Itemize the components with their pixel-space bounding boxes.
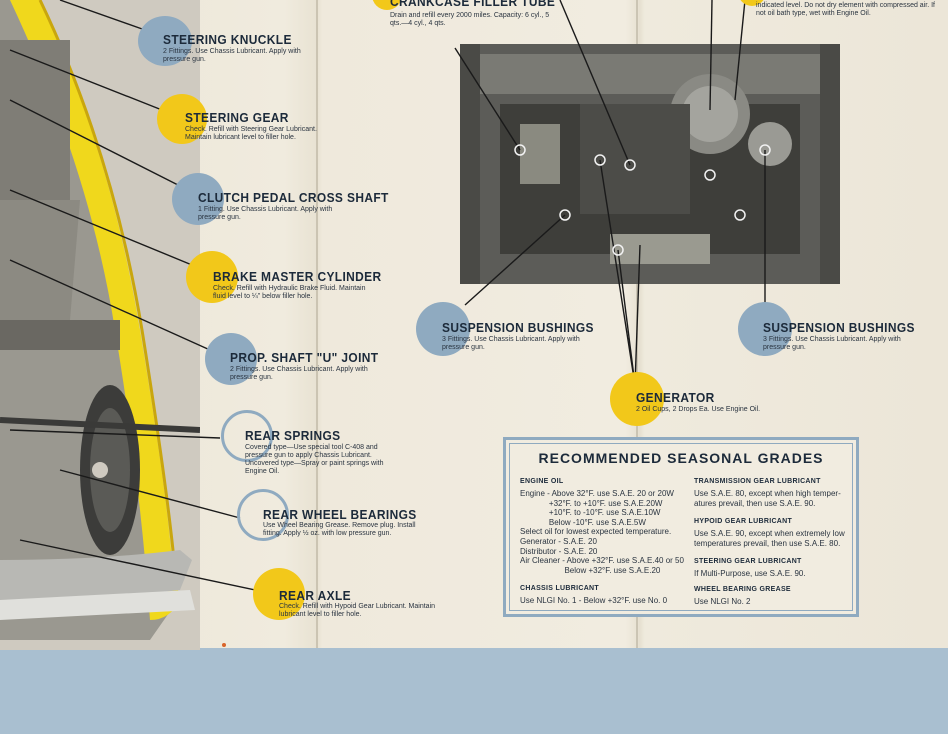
point-desc: Check. Refill with Hydraulic Brake Fluid… xyxy=(213,285,366,300)
point-desc: 1 Fitting. Use Chassis Lubricant. Apply … xyxy=(198,206,333,221)
seasonal-grades-inner-border xyxy=(509,443,853,611)
seasonal-grades-box: RECOMMENDED SEASONAL GRADES ENGINE OIL E… xyxy=(503,437,859,617)
point-title: PROP. SHAFT "U" JOINT xyxy=(230,350,379,365)
crankcase-spot xyxy=(372,0,402,10)
point-title: SUSPENSION BUSHINGS xyxy=(763,320,915,335)
crankcase-desc: Drain and refill every 2000 miles. Capac… xyxy=(390,12,550,27)
point-desc: 2 Oil Cups, 2 Drops Ea. Use Engine Oil. xyxy=(636,406,761,413)
point-desc: Covered type—Use special tool C-408 and … xyxy=(245,444,384,475)
steering-heading: STEERING GEAR LUBRICANT xyxy=(694,558,802,565)
point-title: SUSPENSION BUSHINGS xyxy=(442,320,594,335)
ink-speck xyxy=(222,643,226,647)
chassis-heading: CHASSIS LUBRICANT xyxy=(520,585,599,592)
point-marker xyxy=(221,410,273,462)
point-marker xyxy=(237,489,289,541)
fold-line-left xyxy=(316,0,318,734)
point-marker xyxy=(416,302,470,356)
point-desc: 2 Fittings. Use Chassis Lubricant. Apply… xyxy=(230,366,368,381)
point-marker xyxy=(738,302,792,356)
engine-oil-heading: ENGINE OIL xyxy=(520,478,564,485)
steering-text: If Multi-Purpose, use S.A.E. 90. xyxy=(694,569,806,578)
point-desc: Check. Refill with Hypoid Gear Lubricant… xyxy=(279,603,436,618)
point-title: CLUTCH PEDAL CROSS SHAFT xyxy=(198,190,389,205)
point-desc: 3 Fittings. Use Chassis Lubricant. Apply… xyxy=(442,336,580,351)
engine-oil-text: Engine - Above 32°F. use S.A.E. 20 or 20… xyxy=(520,489,684,575)
point-title: STEERING GEAR xyxy=(185,110,289,125)
point-title: REAR WHEEL BEARINGS xyxy=(263,507,417,522)
point-desc: Use Wheel Bearing Grease. Remove plug. I… xyxy=(263,522,416,537)
seasonal-grades-title: RECOMMENDED SEASONAL GRADES xyxy=(538,450,824,466)
transmission-heading: TRANSMISSION GEAR LUBRICANT xyxy=(694,478,821,485)
wheel-heading: WHEEL BEARING GREASE xyxy=(694,586,791,593)
engine-compartment-photo xyxy=(460,44,840,284)
point-title: GENERATOR xyxy=(636,390,715,405)
hypoid-text: Use S.A.E. 90, except when extremely low… xyxy=(694,529,845,548)
point-marker xyxy=(138,16,192,66)
transmission-text: Use S.A.E. 80, except when high temper- … xyxy=(694,489,841,508)
point-desc: Check. Refill with Steering Gear Lubrica… xyxy=(185,126,317,141)
air-cleaner-spot xyxy=(738,0,766,6)
point-title: REAR AXLE xyxy=(279,588,351,603)
chassis-text: Use NLGI No. 1 - Below +32°F. use No. 0 xyxy=(520,596,668,605)
point-marker xyxy=(172,173,224,225)
wheel-text: Use NLGI No. 2 xyxy=(694,597,751,606)
point-title: STEERING KNUCKLE xyxy=(163,32,292,47)
crankcase-title: CRANKCASE FILLER TUBE xyxy=(390,0,556,9)
point-marker xyxy=(253,568,305,620)
point-marker xyxy=(205,333,257,385)
point-marker xyxy=(186,251,238,303)
point-desc: 3 Fittings. Use Chassis Lubricant. Apply… xyxy=(763,336,901,351)
point-title: REAR SPRINGS xyxy=(245,428,341,443)
point-marker xyxy=(610,372,664,426)
point-title: BRAKE MASTER CYLINDER xyxy=(213,269,382,284)
point-marker xyxy=(157,94,207,144)
bottom-color-band xyxy=(0,648,948,734)
point-desc: 2 Fittings. Use Chassis Lubricant. Apply… xyxy=(163,48,301,63)
air-cleaner-desc: indicated level. Do not dry element with… xyxy=(756,2,935,17)
hypoid-heading: HYPOID GEAR LUBRICANT xyxy=(694,518,793,525)
